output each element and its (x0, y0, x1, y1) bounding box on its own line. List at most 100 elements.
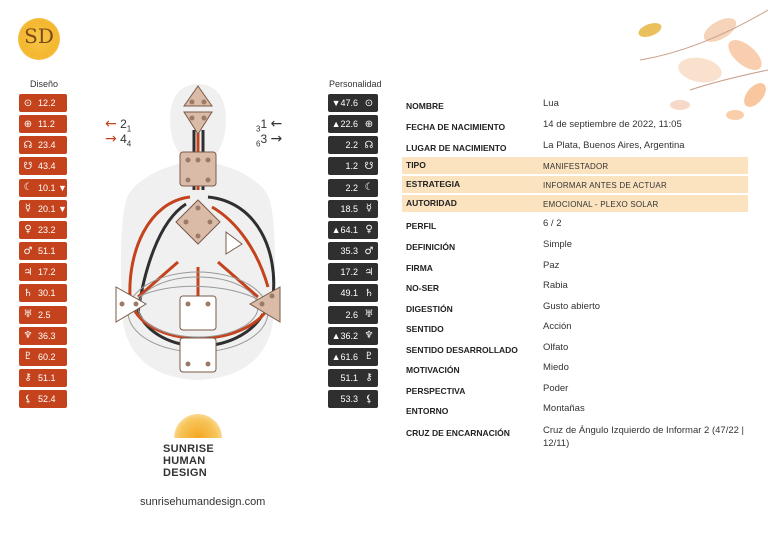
planet-symbol-icon: ♆ (23, 330, 33, 342)
planet-symbol-icon: ☊ (364, 139, 374, 151)
profile-label: AUTORIDAD (406, 198, 457, 208)
planet-symbol-icon: ☿ (365, 203, 373, 215)
planet-gate-value: ▲36.2 (331, 330, 358, 341)
profile-label: DEFINICIÓN (406, 242, 456, 252)
profile-value: 14 de septiembre de 2022, 11:05 (543, 119, 682, 130)
planet-gate-value: ▲64.1 (331, 224, 358, 235)
profile-row: PERFIL 6 / 2 (402, 216, 748, 233)
personality-planet-pill: 35.3 ♂ (328, 242, 378, 261)
planet-gate-value: 17.2 (38, 267, 56, 278)
profile-value: La Plata, Buenos Aires, Argentina (543, 140, 685, 151)
personality-planet-pill: 18.5 ☿ (328, 199, 378, 218)
planet-gate-value: 23.2 (38, 224, 56, 235)
profile-label: FIRMA (406, 263, 433, 273)
planet-symbol-icon: ☾ (364, 182, 374, 194)
planet-symbol-icon: ♅ (23, 309, 33, 320)
design-planet-pill: ⚷ 51.1 (19, 368, 67, 387)
profile-row: NO-SER Rabia (402, 278, 748, 295)
planet-gate-value: ▲61.6 (331, 351, 358, 362)
profile-label: FECHA DE NACIMIENTO (406, 122, 506, 132)
profile-label: NO-SER (406, 283, 440, 293)
planet-symbol-icon: ⚷ (365, 372, 373, 384)
personality-planet-pill: 1.2☋ (328, 157, 378, 176)
profile-value: Olfato (543, 342, 569, 353)
planet-gate-value: 2.2 (345, 140, 358, 151)
planet-symbol-icon: ♆ (364, 330, 374, 342)
planet-symbol-icon: ♅ (364, 309, 374, 320)
personality-planet-pill: 2.2 ☊ (328, 136, 378, 155)
profile-label: SENTIDO (406, 324, 444, 334)
design-planet-pill: ♃17.2 (19, 263, 67, 282)
profile-label: MOTIVACIÓN (406, 365, 460, 375)
planet-symbol-icon: ☿ (24, 203, 32, 215)
design-arrow-bottom: → 44 (105, 131, 132, 149)
design-planet-pill: ☋43.4 (19, 157, 67, 176)
root-center (179, 337, 217, 373)
planet-gate-value: 51.1 (340, 372, 358, 383)
profile-label: ESTRATEGIA (406, 179, 461, 189)
planet-symbol-icon: ♇ (23, 351, 33, 363)
profile-label: SENTIDO DESARROLLADO (406, 345, 518, 355)
planet-gate-value: 10.1 ▼ (38, 182, 67, 193)
planet-symbol-icon: ⚷ (24, 372, 32, 384)
profile-row: FECHA DE NACIMIENTO 14 de septiembre de 2… (402, 117, 748, 134)
profile-value: Miedo (543, 362, 569, 373)
planet-gate-value: 35.3 (340, 246, 358, 257)
profile-value: Lua (543, 98, 559, 109)
right-arrow-icon: → (270, 131, 283, 147)
design-planet-pill: ♇ 60.2 (19, 347, 67, 366)
heart-center (225, 231, 243, 255)
design-planet-pill: ⊕11.2 (19, 115, 67, 134)
sacral-center (179, 295, 217, 331)
profile-value: Paz (543, 260, 560, 271)
planet-symbol-icon: ⚸ (365, 393, 373, 405)
planet-gate-value: 2.6 (345, 309, 358, 320)
floral-decoration (638, 9, 768, 120)
planet-symbol-icon: ♂ (364, 245, 374, 257)
design-planet-pill: ♄30.1 (19, 284, 67, 303)
planet-gate-value: 53.3 (340, 394, 358, 405)
planet-gate-value: 36.3 (38, 330, 56, 341)
design-planet-pill: ☊23.4 (19, 136, 67, 155)
personality-planet-pill: 53.3 ⚸ (328, 390, 378, 409)
profile-row: MOTIVACIÓN Miedo (402, 360, 748, 377)
planet-symbol-icon: ♄ (364, 287, 374, 299)
planet-symbol-icon: ☋ (23, 160, 33, 172)
planet-gate-value: 2.2 (345, 182, 358, 193)
planet-symbol-icon: ⚸ (24, 393, 32, 405)
profile-label: DIGESTIÓN (406, 304, 453, 314)
planet-gate-value: 1.2 (345, 161, 358, 172)
profile-value: Rabia (543, 280, 568, 291)
planet-gate-value: 51.1 (38, 246, 56, 257)
planet-gate-value: ▼47.6 (331, 98, 358, 108)
profile-label: PERSPECTIVA (406, 386, 466, 396)
personality-arrow-bottom: 63 → (256, 131, 283, 149)
profile-label: PERFIL (406, 221, 437, 231)
planet-gate-value: 23.4 (38, 140, 56, 151)
design-planet-pill: ♅2.5 (19, 305, 67, 324)
planet-gate-value: 52.4 (38, 394, 56, 405)
planet-gate-value: 51.1 (38, 372, 56, 383)
design-planet-pill: ⚸ 52.4 (19, 390, 67, 409)
left-arrow-icon: ← (270, 116, 283, 132)
website-link[interactable]: sunrisehumandesign.com (140, 496, 266, 508)
planet-symbol-icon: ♃ (364, 266, 374, 278)
planet-gate-value: 18.5 (340, 203, 358, 214)
design-planet-pill: ☾10.1 ▼ (19, 178, 67, 197)
planet-gate-value: 12.2 (38, 98, 56, 108)
profile-value: 6 / 2 (543, 218, 562, 229)
planet-symbol-icon: ⊕ (23, 118, 33, 130)
planet-gate-value: 60.2 (38, 351, 56, 362)
design-heading: Diseño (30, 79, 59, 89)
profile-label: ENTORNO (406, 406, 449, 416)
planet-symbol-icon: ⊙ (364, 97, 374, 109)
logo-initials: SD (24, 24, 54, 48)
planet-symbol-icon: ♂ (23, 245, 33, 257)
planet-gate-value: 17.2 (340, 267, 358, 278)
